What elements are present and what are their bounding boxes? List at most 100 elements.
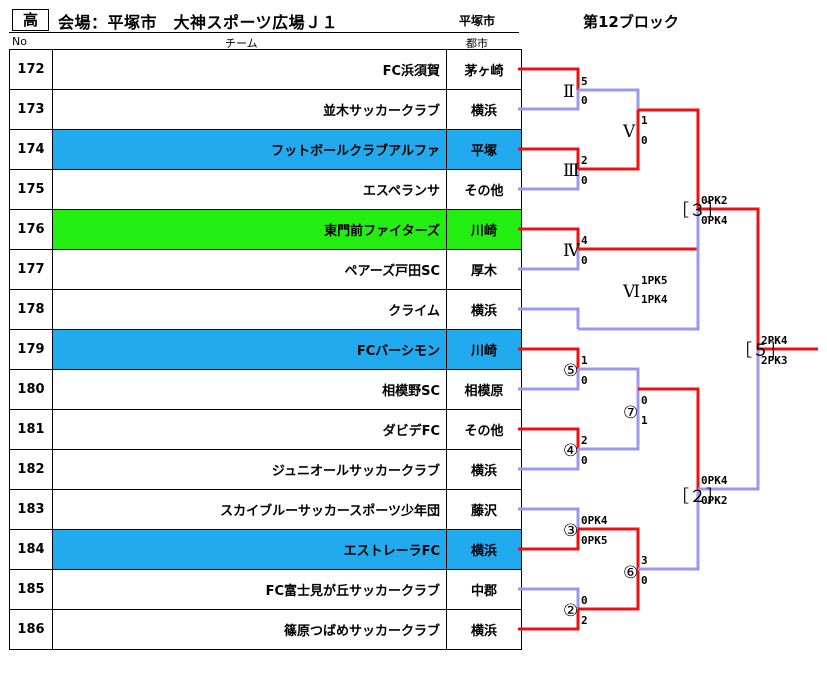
bracket-line xyxy=(578,110,640,171)
round-label: ⑤ xyxy=(563,361,578,381)
match-score: 0 xyxy=(581,254,588,267)
round-label: ⑥ xyxy=(623,563,638,583)
bracket-line xyxy=(638,108,700,209)
match-score: 0 xyxy=(581,594,588,607)
team-name: スカイブルーサッカースポーツ少年団 xyxy=(52,489,447,530)
team-number: 180 xyxy=(9,369,53,410)
bracket-line xyxy=(578,269,700,331)
match-score: 0 xyxy=(581,94,588,107)
bracket-line xyxy=(638,489,700,571)
team-name: ジュニオールサッカークラブ xyxy=(52,449,447,490)
bracket-line xyxy=(518,427,580,449)
round-label: ② xyxy=(563,601,578,621)
match-score: 0 xyxy=(581,454,588,467)
round-label: Ⅴ xyxy=(622,122,636,142)
bracket-line xyxy=(518,609,580,631)
bracket-line xyxy=(518,449,580,471)
team-city: 川崎 xyxy=(446,209,522,250)
bracket-line xyxy=(518,227,580,249)
column-header-no: No xyxy=(12,35,27,48)
match-score: 1 xyxy=(641,114,648,127)
round-label: ④ xyxy=(563,441,578,461)
team-city: 相模原 xyxy=(446,369,522,410)
bracket-line xyxy=(518,587,580,609)
round-label: Ⅲ xyxy=(563,161,579,181)
match-score: 4 xyxy=(581,234,588,247)
match-score: 3 xyxy=(641,554,648,567)
bracket-line xyxy=(638,387,700,489)
match-score: 0 xyxy=(581,374,588,387)
round-label: ［５］ xyxy=(735,341,786,361)
bracket-line xyxy=(578,569,640,611)
match-score: 2PK3 xyxy=(761,354,788,367)
team-name: フットボールクラブアルファ xyxy=(52,129,447,170)
venue-title: 会場：平塚市 大神スポーツ広場Ｊ１ xyxy=(58,13,339,32)
bracket-line xyxy=(698,207,760,349)
column-header-team: チーム xyxy=(225,37,258,50)
round-label: ［２］ xyxy=(672,487,723,507)
match-score: 1 xyxy=(581,354,588,367)
bracket-line xyxy=(578,389,640,451)
bracket-line xyxy=(518,507,580,529)
match-score: 0PK4 xyxy=(701,214,728,227)
bracket-line xyxy=(518,147,580,169)
match-score: 1PK4 xyxy=(641,293,668,306)
team-number: 174 xyxy=(9,129,53,170)
match-score: 0PK5 xyxy=(581,534,608,547)
bracket-line xyxy=(518,90,580,111)
bracket-line xyxy=(518,347,580,369)
team-name: エスペランサ xyxy=(52,169,447,210)
team-name: 篠原つばめサッカークラブ xyxy=(52,609,447,650)
team-number: 181 xyxy=(9,409,53,450)
team-city: 横浜 xyxy=(446,89,522,130)
bracket-line xyxy=(518,67,580,90)
bracket-line xyxy=(518,169,580,191)
match-score: 1 xyxy=(641,414,648,427)
match-score: 0PK2 xyxy=(701,194,728,207)
match-score: 0PK4 xyxy=(581,514,608,527)
match-score: 1PK5 xyxy=(641,274,668,287)
team-name: 東門前ファイターズ xyxy=(52,209,447,250)
bracket-line xyxy=(698,349,760,491)
round-label: ③ xyxy=(563,521,578,541)
team-city: 中郡 xyxy=(446,569,522,610)
header-divider xyxy=(9,32,519,33)
bracket-lines xyxy=(518,67,818,631)
block-title: 第12ブロック xyxy=(583,13,679,31)
team-name: ペアーズ戸田SC xyxy=(52,249,447,290)
bracket-line xyxy=(518,369,580,391)
match-score: 2 xyxy=(581,614,588,627)
match-score: 0 xyxy=(581,174,588,187)
match-score: 0PK4 xyxy=(701,474,728,487)
match-score: 5 xyxy=(581,75,588,88)
match-score: 0 xyxy=(641,134,648,147)
team-city: その他 xyxy=(446,169,522,210)
round-label: Ⅱ xyxy=(563,82,575,102)
team-city: 横浜 xyxy=(446,529,522,570)
team-number: 175 xyxy=(9,169,53,210)
level-badge: 高 xyxy=(12,9,49,31)
bracket-labels: ⅡⅢⅣ⑤④③②ⅤⅥ⑦⑥［３］［２］［５］5020401PK51PK410200P… xyxy=(563,75,788,627)
bracket-line xyxy=(578,247,700,269)
match-score: 0 xyxy=(641,394,648,407)
team-city: 川崎 xyxy=(446,329,522,370)
bracket-line xyxy=(518,249,580,271)
team-city: その他 xyxy=(446,409,522,450)
round-label: Ⅳ xyxy=(563,241,581,261)
team-number: 179 xyxy=(9,329,53,370)
team-name: ダビデFC xyxy=(52,409,447,450)
bracket-line xyxy=(518,529,580,551)
round-label: ［３］ xyxy=(672,201,723,221)
